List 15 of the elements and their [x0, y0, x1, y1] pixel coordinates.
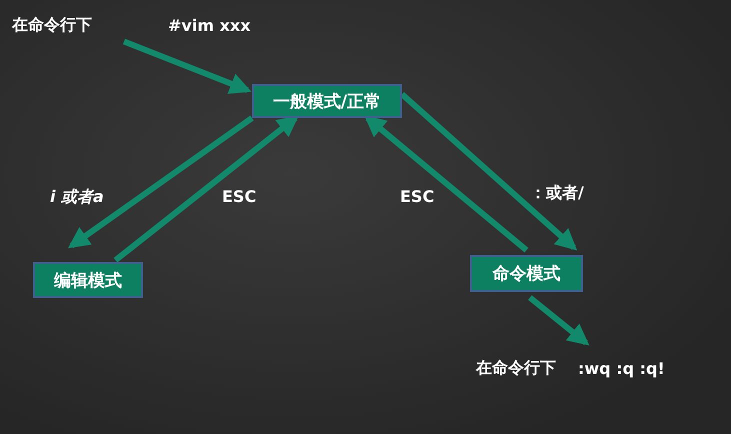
context-text: 在命令行下	[476, 358, 556, 378]
command-text: :wq :q :q!	[578, 358, 665, 378]
arrow	[68, 116, 254, 248]
edge-label: #vim xxx	[168, 16, 251, 35]
edge-label: ESC	[222, 187, 256, 206]
edge-label: ：或者/	[530, 183, 584, 204]
edge-label: ESC	[400, 187, 434, 206]
mode-box: 命令模式	[470, 255, 583, 292]
arrow	[122, 38, 252, 94]
mode-box: 一般模式/正常	[252, 84, 402, 118]
context-text: 在命令行下	[12, 14, 92, 36]
arrow	[528, 295, 590, 346]
mode-box: 编辑模式	[33, 262, 143, 298]
edge-label: i 或者a	[50, 187, 104, 208]
arrow	[400, 92, 578, 250]
